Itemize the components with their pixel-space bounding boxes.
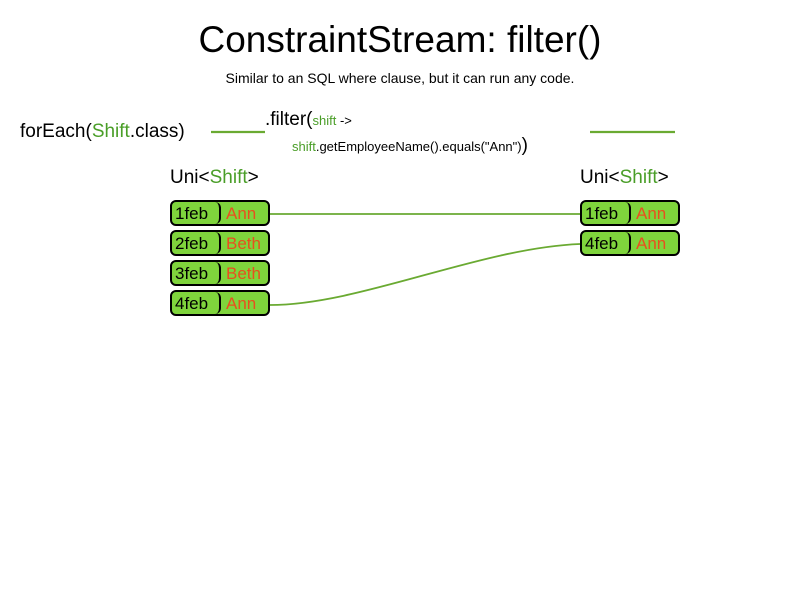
table-row[interactable]: 1feb Ann (580, 200, 680, 226)
left-caption-type: Shift (209, 167, 248, 188)
left-stream-caption: Uni<Shift> (170, 166, 259, 189)
tuple-cell-date: 1feb (582, 202, 631, 224)
right-tuple-table: 1feb Ann 4feb Ann (580, 200, 680, 260)
code-filter-head: .filter(shift -> (265, 108, 352, 133)
foreach-type: Shift (91, 121, 130, 142)
tuple-cell-name: Beth (225, 263, 261, 283)
tuple-cell-name: Ann (225, 293, 257, 313)
left-caption-prefix: Uni< (170, 167, 210, 188)
tuple-cell-name: Ann (635, 233, 667, 253)
tuple-cell-date: 4feb (172, 292, 221, 314)
tuple-cell-name: Ann (635, 203, 667, 223)
left-caption-suffix: > (247, 167, 259, 188)
tuple-cell-name: Ann (225, 203, 257, 223)
table-row[interactable]: 1feb Ann (170, 200, 270, 226)
code-foreach: forEach(Shift.class) (20, 120, 185, 144)
tuple-cell-date: 2feb (172, 232, 221, 254)
right-stream-caption: Uni<Shift> (580, 166, 669, 189)
right-caption-type: Shift (619, 167, 658, 188)
tuple-cell-date: 4feb (582, 232, 631, 254)
tuple-cell-date: 1feb (172, 202, 221, 224)
foreach-prefix: forEach( (20, 121, 92, 142)
foreach-suffix: .class) (129, 121, 185, 142)
filter-prefix: .filter( (265, 109, 313, 130)
code-filter-body: shift.getEmployeeName().equals("Ann")) (292, 135, 528, 156)
table-row[interactable]: 4feb Ann (580, 230, 680, 256)
filter-body-rest: .getEmployeeName().equals("Ann") (315, 139, 522, 154)
row4-to-row2-link (269, 243, 581, 306)
page-title: ConstraintStream: filter() (198, 19, 602, 60)
filter-lambda-param: shift (312, 113, 337, 128)
right-caption-prefix: Uni< (580, 167, 620, 188)
page-subtitle: Similar to an SQL where clause, but it c… (225, 70, 575, 86)
filter-arrow: -> (336, 113, 352, 128)
table-row[interactable]: 3feb Beth (170, 260, 270, 286)
tuple-cell-date: 3feb (172, 262, 221, 284)
left-tuple-table: 1feb Ann 2feb Beth 3feb Beth 4feb Ann (170, 200, 270, 320)
filter-body-var: shift (292, 139, 316, 154)
table-row[interactable]: 2feb Beth (170, 230, 270, 256)
table-row[interactable]: 4feb Ann (170, 290, 270, 316)
filter-close-paren: ) (521, 135, 528, 156)
right-caption-suffix: > (657, 167, 669, 188)
tuple-cell-name: Beth (225, 233, 261, 253)
